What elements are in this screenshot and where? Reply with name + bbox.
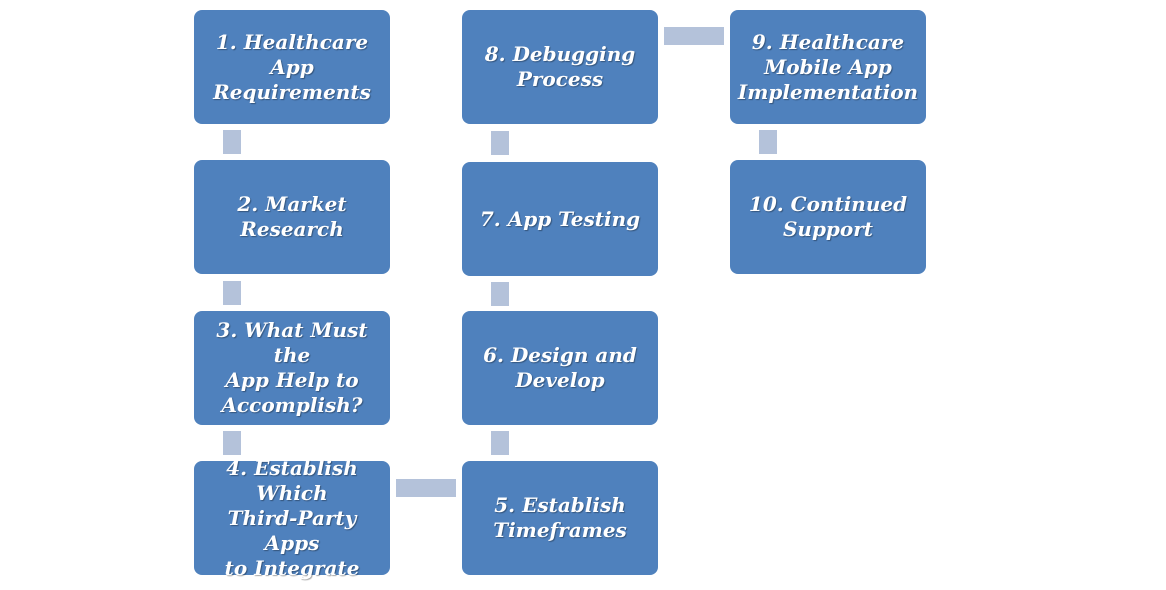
connector-3-4 xyxy=(223,431,241,455)
step-8-box: 8. Debugging Process xyxy=(462,10,658,124)
step-8-label: 8. Debugging Process xyxy=(484,42,636,91)
step-6-box: 6. Design and Develop xyxy=(462,311,658,425)
connector-4-5 xyxy=(396,479,456,497)
step-5-box: 5. Establish Timeframes xyxy=(462,461,658,575)
connector-1-2 xyxy=(223,130,241,154)
step-4-box: 4. Establish Which Third-Party Apps to I… xyxy=(194,456,390,580)
step-9-box: 9. Healthcare Mobile App Implementation xyxy=(730,10,926,124)
connector-9-10 xyxy=(759,130,777,154)
step-2-box: 2. Market Research xyxy=(194,160,390,274)
step-4-label: 4. Establish Which Third-Party Apps to I… xyxy=(224,455,360,580)
step-10-label: 10. Continued Support xyxy=(748,192,908,241)
step-7-box: 7. App Testing xyxy=(462,162,658,276)
step-1-box: 1. Healthcare App Requirements xyxy=(194,10,390,124)
step-10-box: 10. Continued Support xyxy=(730,160,926,274)
step-1-label: 1. Healthcare App Requirements xyxy=(213,29,371,104)
step-3-label: 3. What Must the App Help to Accomplish? xyxy=(216,318,368,417)
step-5-label: 5. Establish Timeframes xyxy=(493,493,627,542)
step-9-label: 9. Healthcare Mobile App Implementation xyxy=(737,29,919,104)
step-7-label: 7. App Testing xyxy=(479,206,641,231)
step-2-label: 2. Market Research xyxy=(237,192,347,241)
step-6-label: 6. Design and Develop xyxy=(483,343,637,392)
connector-8-9 xyxy=(664,27,724,45)
step-3-box: 3. What Must the App Help to Accomplish? xyxy=(194,311,390,425)
connector-7-8 xyxy=(491,131,509,155)
connector-5-6 xyxy=(491,431,509,455)
connector-2-3 xyxy=(223,281,241,305)
connector-6-7 xyxy=(491,282,509,306)
